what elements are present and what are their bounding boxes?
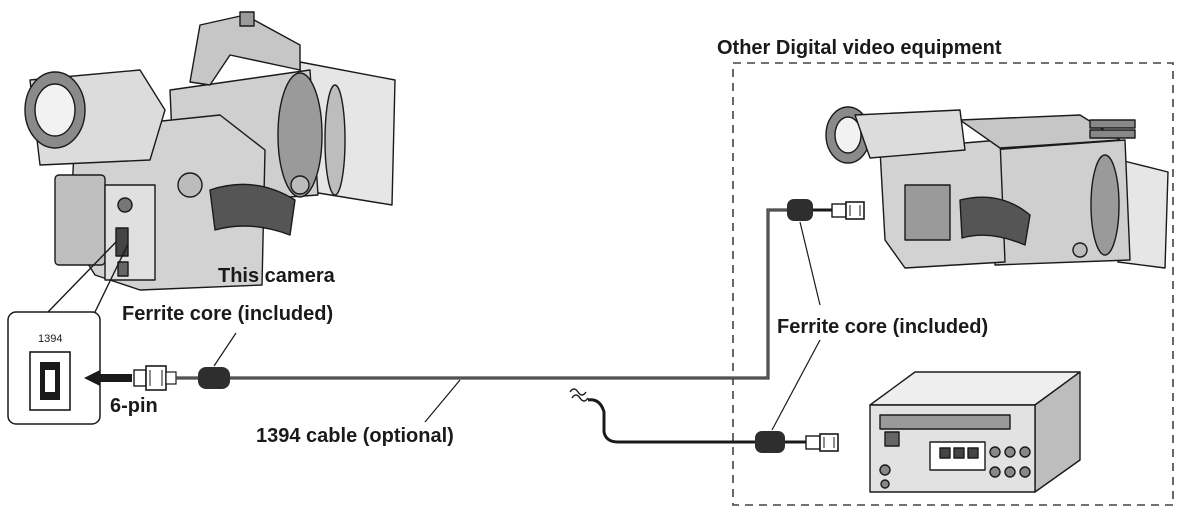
ferrite-right-leader-top xyxy=(799,221,821,306)
other-equipment-box xyxy=(732,62,1174,506)
insert-arrow-icon xyxy=(84,370,132,386)
ferrite-right-leader-bottom xyxy=(771,339,821,431)
break-mark-icon xyxy=(569,388,589,402)
this-camera-label: This camera xyxy=(218,265,335,287)
this-camera-illustration xyxy=(24,11,396,291)
port-label: 1394 xyxy=(38,333,63,345)
ferrite-left-label: Ferrite core (included) xyxy=(122,303,334,325)
ferrite-core-left xyxy=(198,367,230,389)
ferrite-right-label: Ferrite core (included) xyxy=(777,316,989,338)
video-deck-illustration xyxy=(869,371,1081,493)
ferrite-core-bottom xyxy=(755,431,785,453)
other-camera-illustration xyxy=(825,106,1169,269)
plug-top xyxy=(831,201,865,220)
1394-port-icon xyxy=(29,351,71,411)
plug-bottom xyxy=(805,433,839,452)
other-equipment-label: Other Digital video equipment xyxy=(717,37,1002,59)
camera-callout-line-1 xyxy=(47,241,117,313)
cable-main xyxy=(176,208,795,380)
ferrite-core-top xyxy=(787,199,813,221)
cable-label: 1394 cable (optional) xyxy=(256,425,454,447)
cable-deck xyxy=(587,398,760,444)
camera-callout-line-2 xyxy=(94,243,129,313)
six-pin-plug xyxy=(133,365,177,391)
six-pin-label: 6-pin xyxy=(110,395,158,417)
cable-leader xyxy=(424,379,461,423)
ferrite-left-leader xyxy=(213,332,237,367)
